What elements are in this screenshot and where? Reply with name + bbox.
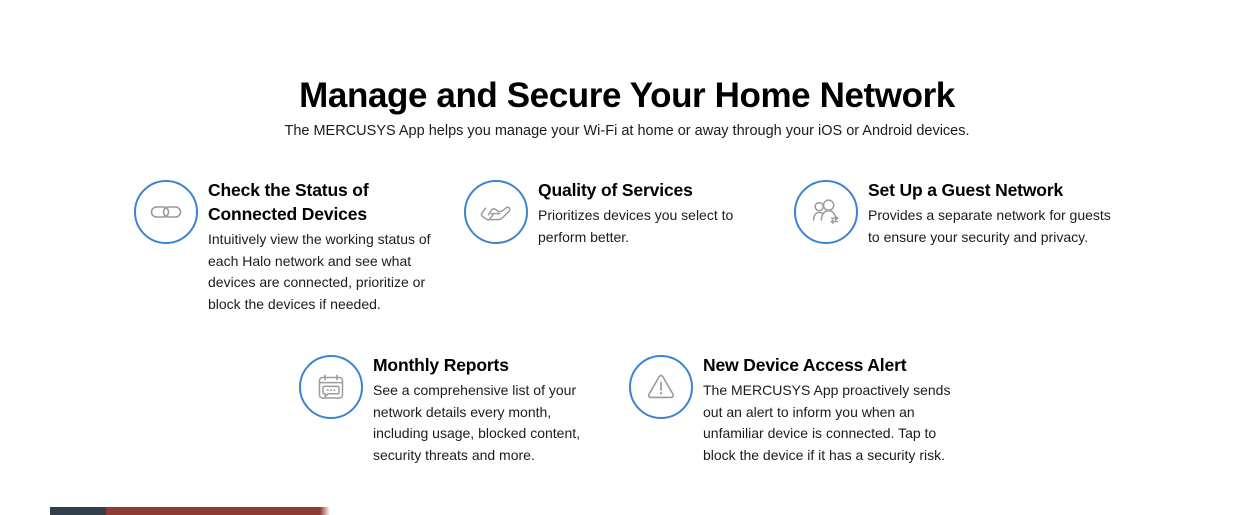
feature-item-guest-network: Set Up a Guest Network Provides a separa… bbox=[794, 178, 1114, 248]
feature-item-monthly-reports: Monthly Reports See a comprehensive list… bbox=[299, 353, 599, 466]
calendar-speech-bubble-icon bbox=[299, 355, 363, 419]
warning-triangle-icon bbox=[629, 355, 693, 419]
feature-title: Set Up a Guest Network bbox=[868, 180, 1064, 200]
feature-title: Monthly Reports bbox=[373, 355, 509, 375]
feature-description: The MERCUSYS App proactively sends out a… bbox=[703, 382, 951, 463]
two-people-exchange-icon bbox=[794, 180, 858, 244]
feature-item-new-device-alert: New Device Access Alert The MERCUSYS App… bbox=[629, 353, 959, 466]
feature-description: See a comprehensive list of your network… bbox=[373, 382, 581, 463]
strip-segment-dark bbox=[50, 507, 106, 515]
feature-title: Check the Status of Connected Devices bbox=[208, 180, 369, 224]
feature-text-block: Monthly Reports See a comprehensive list… bbox=[373, 353, 599, 466]
feature-text-block: Quality of Services Prioritizes devices … bbox=[538, 178, 750, 248]
strip-segment-fade bbox=[320, 507, 330, 515]
feature-description: Intuitively view the working status of e… bbox=[208, 231, 431, 312]
feature-item-connected-devices: Check the Status of Connected Devices In… bbox=[134, 178, 434, 315]
feature-title: New Device Access Alert bbox=[703, 355, 907, 375]
feature-description: Provides a separate network for guests t… bbox=[868, 207, 1111, 245]
feature-text-block: New Device Access Alert The MERCUSYS App… bbox=[703, 353, 953, 466]
feature-text-block: Check the Status of Connected Devices In… bbox=[208, 178, 434, 315]
feature-description: Prioritizes devices you select to perfor… bbox=[538, 207, 734, 245]
feature-title: Quality of Services bbox=[538, 180, 693, 200]
next-section-image-edge bbox=[50, 507, 330, 515]
strip-segment-red bbox=[106, 507, 320, 515]
feature-text-block: Set Up a Guest Network Provides a separa… bbox=[868, 178, 1112, 248]
page-title: Manage and Secure Your Home Network bbox=[299, 76, 955, 116]
feature-item-quality-of-services: Quality of Services Prioritizes devices … bbox=[464, 178, 764, 248]
page-subtitle: The MERCUSYS App helps you manage your W… bbox=[284, 122, 970, 139]
open-hand-icon bbox=[464, 180, 528, 244]
chain-link-icon bbox=[134, 180, 198, 244]
